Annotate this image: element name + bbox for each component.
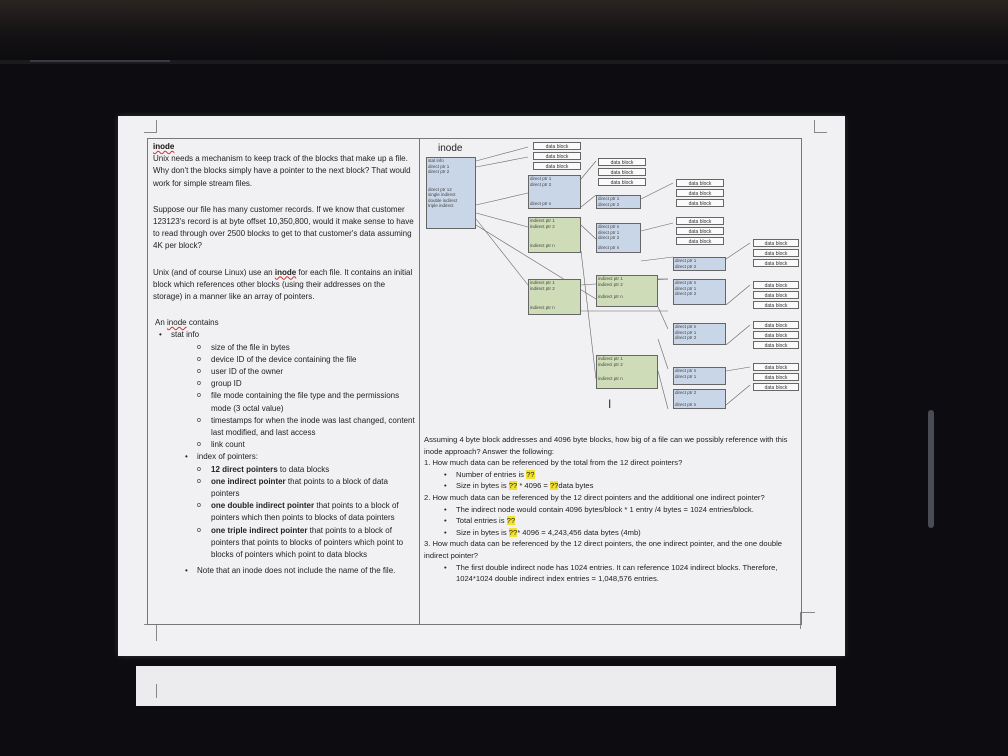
crop-mark-top-right [814, 120, 827, 133]
paragraph-customer: Suppose our file has many customer recor… [153, 204, 414, 251]
data-block: data block [676, 179, 724, 187]
q2-total-entries: Total entries is ?? [444, 515, 799, 527]
q2-size: Size in bytes is ??* 4096 = 4,243,456 da… [444, 527, 799, 539]
next-page [136, 666, 836, 706]
list-item-index: index of pointers: [185, 451, 415, 463]
data-block: data block [676, 217, 724, 225]
list-item-timestamps: timestamps for when the inode was last c… [197, 415, 415, 439]
right-column-text[interactable]: Assuming 4 byte block addresses and 4096… [424, 434, 799, 585]
crop-mark-bottom-right [800, 612, 815, 629]
data-block: data block [753, 341, 799, 349]
data-block: data block [676, 237, 724, 245]
data-block: data block [753, 291, 799, 299]
left-column-text[interactable]: inode Unix needs a mechanism to keep tra… [153, 141, 415, 578]
list-item-direct: 12 direct pointers to data blocks [197, 464, 415, 476]
q2-indirect-node: The indirect node would contain 4096 byt… [444, 504, 799, 516]
data-block: data block [533, 142, 581, 150]
data-block: data block [676, 189, 724, 197]
data-block: data block [753, 259, 799, 267]
paragraph-intro: Unix needs a mechanism to keep track of … [153, 154, 411, 188]
list-item-group-id: group ID [197, 378, 415, 390]
data-block: data block [753, 321, 799, 329]
contains-line: An inode contains [155, 318, 219, 328]
paragraph-unix: Unix (and of course Linux) use an inode … [153, 267, 413, 302]
list-item-size: size of the file in bytes [197, 342, 415, 354]
crop-mark-next-page [144, 684, 157, 698]
question-2: 2. How much data can be referenced by th… [424, 492, 765, 502]
question-intro: Assuming 4 byte block addresses and 4096… [424, 435, 788, 456]
document-table: inode Unix needs a mechanism to keep tra… [147, 138, 802, 625]
data-block: data block [753, 373, 799, 381]
list-item-double-indirect: one double indirect pointer that points … [197, 500, 415, 524]
list-item-stat-info: stat info [159, 329, 415, 341]
data-block: data block [753, 331, 799, 339]
screen-glare [30, 60, 170, 62]
list-item-triple-indirect: one triple indirect pointer that points … [197, 525, 415, 562]
data-block: data block [533, 162, 581, 170]
data-block: data block [598, 168, 646, 176]
text-cursor-icon: I [608, 397, 612, 411]
question-1: 1. How much data can be referenced by th… [424, 458, 683, 468]
list-item-indirect: one indirect pointer that points to a bl… [197, 476, 415, 500]
crop-mark-top-left [144, 120, 157, 133]
screen-edge [0, 60, 1008, 64]
data-block: data block [533, 152, 581, 160]
list-item-user-id: user ID of the owner [197, 366, 415, 378]
data-block: data block [598, 178, 646, 186]
list-item-file-mode: file mode containing the file type and t… [197, 390, 415, 414]
list-item-device-id: device ID of the device containing the f… [197, 354, 415, 366]
inode-heading: inode [153, 142, 175, 151]
data-block: data block [753, 249, 799, 257]
crop-mark-bottom-left [144, 624, 157, 641]
data-block: data block [753, 383, 799, 391]
list-item-link-count: link count [197, 439, 415, 451]
data-block: data block [753, 281, 799, 289]
question-3: 3. How much data can be referenced by th… [424, 539, 782, 560]
column-divider [419, 139, 420, 624]
diagram-title: inode [438, 143, 463, 154]
data-block: data block [753, 239, 799, 247]
list-item-note: Note that an inode does not include the … [185, 565, 415, 577]
monitor-bezel [0, 0, 1008, 60]
data-block: data block [676, 199, 724, 207]
vertical-scrollbar[interactable] [928, 410, 934, 528]
data-block: data block [753, 363, 799, 371]
data-block: data block [598, 158, 646, 166]
data-block: data block [753, 301, 799, 309]
data-block: data block [676, 227, 724, 235]
q3-double-indirect: The first double indirect node has 1024 … [444, 562, 799, 585]
q1-entries: Number of entries is ?? [444, 469, 799, 481]
q1-size: Size in bytes is ?? * 4096 = ??data byte… [444, 480, 799, 492]
